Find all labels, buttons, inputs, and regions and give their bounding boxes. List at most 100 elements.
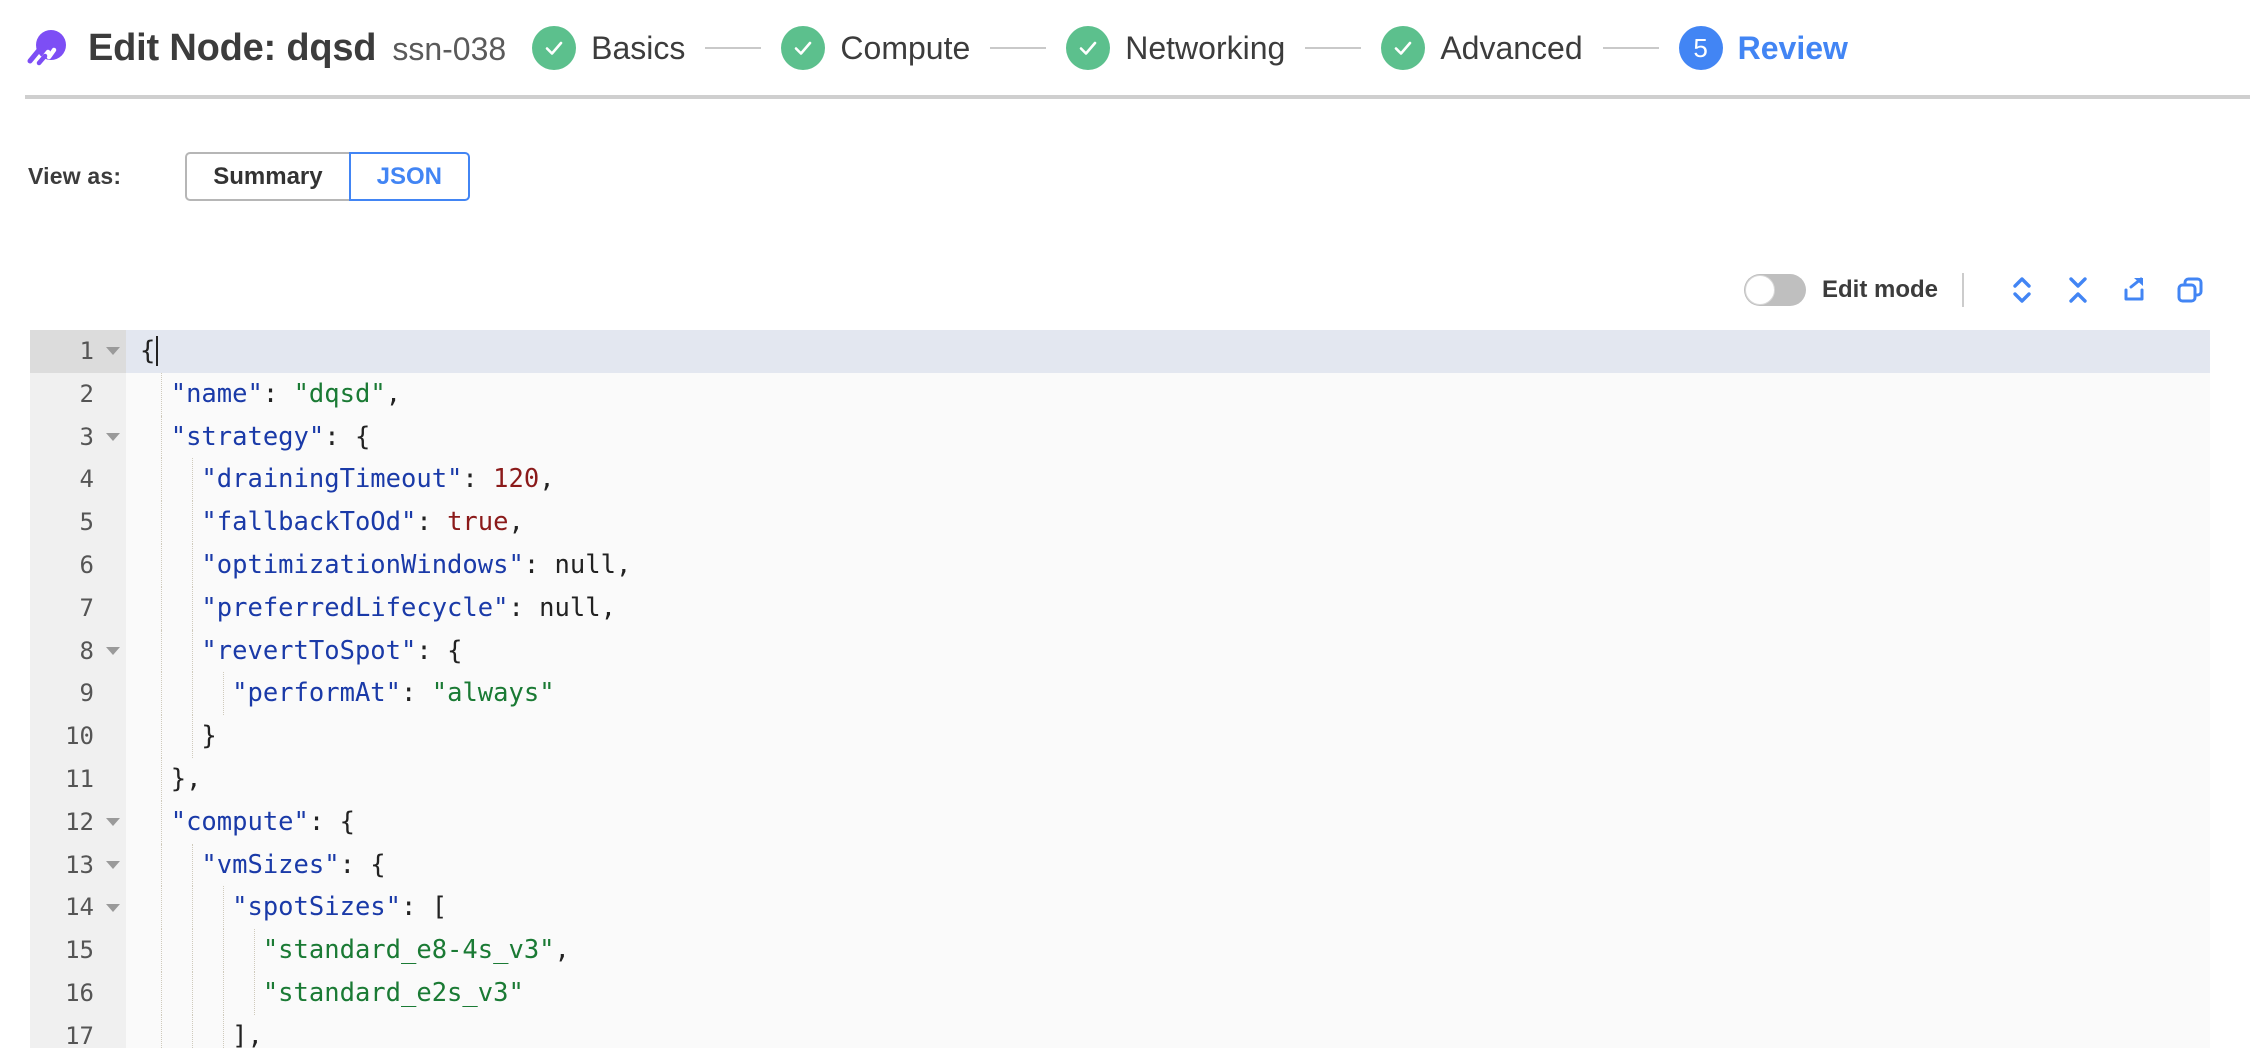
json-token-punct: , [554, 935, 570, 966]
code-line-text: "strategy": { [126, 415, 2210, 459]
expand-all-icon[interactable] [2000, 268, 2044, 312]
step-connector [990, 47, 1047, 49]
step-compute[interactable]: Compute [781, 26, 970, 70]
code-line[interactable]: 3 "strategy": { [30, 415, 2210, 459]
view-as-summary-button[interactable]: Summary [185, 152, 351, 201]
code-line[interactable]: 14 "spotSizes": [ [30, 886, 2210, 930]
step-advanced-label: Advanced [1440, 29, 1583, 66]
step-compute-label: Compute [840, 29, 971, 66]
code-line[interactable]: 5 "fallbackToOd": true, [30, 501, 2210, 544]
step-basics[interactable]: Basics [532, 26, 685, 70]
indent-guide [161, 458, 163, 502]
json-code-editor[interactable]: 1{2 "name": "dqsd",3 "strategy": {4 "dra… [30, 330, 2210, 1048]
code-line[interactable]: 13 "vmSizes": { [30, 843, 2210, 887]
indent-space [140, 1015, 232, 1048]
indent-space [140, 801, 171, 844]
line-number: 1 [30, 330, 100, 373]
fold-spacer [100, 929, 126, 972]
fold-toggle-icon[interactable] [100, 415, 126, 459]
indent-guide [161, 929, 163, 972]
code-line[interactable]: 17 ], [30, 1014, 2210, 1048]
header-divider [25, 95, 2250, 99]
view-as-row: View as: Summary JSON [28, 152, 470, 201]
fold-spacer [100, 543, 126, 587]
line-number: 7 [30, 586, 100, 630]
view-as-json-button[interactable]: JSON [348, 152, 470, 201]
edit-mode-label: Edit mode [1821, 276, 1938, 303]
edit-mode-toggle-knob [1744, 275, 1775, 305]
code-line[interactable]: 15 "standard_e8-4s_v3", [30, 929, 2210, 972]
json-token-key: "performAt" [232, 678, 402, 709]
indent-guide [192, 886, 194, 930]
json-token-punct: , [385, 378, 402, 409]
json-token-punct: , [508, 507, 524, 538]
step-connector [1305, 47, 1362, 49]
copy-icon[interactable] [2168, 268, 2212, 312]
step-review[interactable]: 5 Review [1678, 26, 1848, 70]
code-line[interactable]: 7 "preferredLifecycle": null, [30, 586, 2210, 630]
json-token-punct: : [416, 507, 448, 538]
line-number: 6 [30, 543, 100, 587]
indent-guide [161, 501, 163, 544]
json-token-key: "spotSizes" [232, 892, 402, 923]
step-basics-badge [532, 26, 577, 70]
json-token-key: "compute" [170, 806, 309, 837]
step-compute-badge [781, 26, 826, 70]
code-line-text: ], [126, 1014, 2210, 1048]
json-token-key: "drainingTimeout" [201, 464, 463, 495]
fold-spacer [100, 1014, 126, 1048]
code-line[interactable]: 8 "revertToSpot": { [30, 629, 2210, 673]
code-line-text: { [126, 330, 2210, 373]
indent-guide [192, 629, 194, 673]
indent-space [140, 672, 232, 715]
code-line[interactable]: 16 "standard_e2s_v3" [30, 971, 2210, 1015]
indent-space [140, 758, 171, 801]
fold-toggle-icon[interactable] [100, 886, 126, 930]
line-number: 13 [30, 843, 100, 887]
fold-toggle-icon[interactable] [100, 330, 126, 373]
code-line[interactable]: 4 "drainingTimeout": 120, [30, 458, 2210, 502]
collapse-all-icon[interactable] [2056, 268, 2100, 312]
code-line[interactable]: 9 "performAt": "always" [30, 672, 2210, 716]
indent-guide [192, 458, 194, 502]
code-lines-container: 1{2 "name": "dqsd",3 "strategy": {4 "dra… [30, 330, 2210, 1048]
step-advanced[interactable]: Advanced [1381, 26, 1583, 70]
code-line[interactable]: 12 "compute": { [30, 800, 2210, 844]
line-number: 15 [30, 929, 100, 972]
indent-guide [161, 415, 163, 459]
code-line[interactable]: 10 } [30, 715, 2210, 758]
view-as-label: View as: [28, 163, 122, 189]
code-line-text: "optimizationWindows": null, [126, 543, 2210, 587]
code-line[interactable]: 1{ [30, 330, 2210, 373]
line-number: 11 [30, 757, 100, 801]
indent-guide [192, 543, 194, 587]
share-icon[interactable] [2112, 268, 2156, 312]
json-token-key: "fallbackToOd" [201, 507, 417, 538]
step-networking[interactable]: Networking [1066, 26, 1285, 70]
line-number: 5 [30, 501, 100, 544]
indent-guide [161, 1014, 163, 1048]
indent-guide [161, 886, 163, 930]
code-line[interactable]: 11 }, [30, 757, 2210, 801]
line-number: 4 [30, 458, 100, 502]
json-token-key: "name" [170, 378, 263, 409]
step-review-badge: 5 [1678, 26, 1723, 70]
code-line[interactable]: 2 "name": "dqsd", [30, 372, 2210, 416]
indent-space [140, 972, 263, 1015]
indent-guide [192, 672, 194, 716]
json-token-str: "standard_e2s_v3" [262, 977, 524, 1008]
code-line[interactable]: 6 "optimizationWindows": null, [30, 543, 2210, 587]
edit-mode-toggle[interactable] [1743, 274, 1806, 306]
json-token-key: "revertToSpot" [201, 635, 417, 666]
code-line-text: "performAt": "always" [126, 672, 2210, 716]
page-title: Edit Node: dqsd ssn-038 [88, 27, 506, 70]
fold-spacer [100, 971, 126, 1015]
fold-spacer [100, 757, 126, 801]
indent-guide [161, 629, 163, 673]
step-networking-badge [1066, 26, 1111, 70]
fold-toggle-icon[interactable] [100, 800, 126, 844]
editor-toolbar: Edit mode [1743, 268, 2212, 312]
fold-toggle-icon[interactable] [100, 629, 126, 673]
fold-toggle-icon[interactable] [100, 843, 126, 887]
